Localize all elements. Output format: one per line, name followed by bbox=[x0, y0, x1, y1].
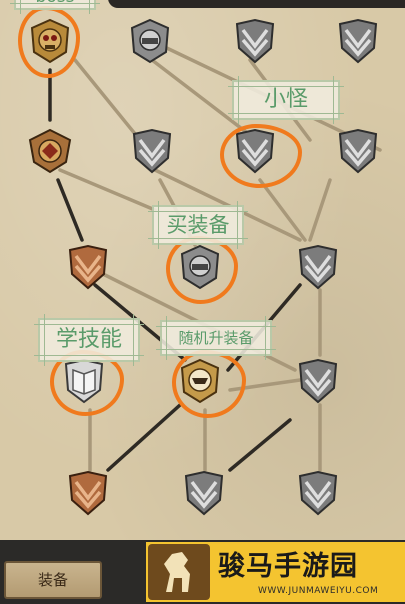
path-links bbox=[48, 38, 382, 472]
monster-node[interactable] bbox=[233, 18, 277, 64]
learn-skill-label: 学技能 bbox=[34, 314, 144, 366]
bronze-shield-icon bbox=[68, 244, 108, 290]
elite-node[interactable] bbox=[28, 128, 72, 174]
monster-node[interactable] bbox=[130, 128, 174, 174]
small-monster-label: 小怪 bbox=[228, 76, 344, 124]
monster-node[interactable] bbox=[182, 470, 226, 516]
monster-highlight-ring bbox=[220, 124, 302, 188]
shield-icon bbox=[338, 18, 378, 64]
shield-icon bbox=[184, 470, 224, 516]
shield-icon bbox=[235, 18, 275, 64]
monster-node[interactable] bbox=[336, 128, 380, 174]
shop-node[interactable] bbox=[128, 18, 172, 64]
bronze-monster-node[interactable] bbox=[66, 244, 110, 290]
bronze-shield-icon bbox=[68, 470, 108, 516]
shield-icon bbox=[298, 244, 338, 290]
anvil-shop-icon bbox=[130, 18, 170, 64]
monster-node[interactable] bbox=[296, 470, 340, 516]
watermark-title: 骏马手游园 bbox=[218, 551, 358, 582]
horse-logo-icon bbox=[148, 544, 210, 600]
monster-node[interactable] bbox=[336, 18, 380, 64]
elite-crest-icon bbox=[28, 128, 72, 174]
watermark-banner: 骏马手游园 WWW.JUNMAWEIYU.COM bbox=[146, 542, 405, 602]
buy-equipment-label: 买装备 bbox=[148, 201, 248, 249]
monster-node[interactable] bbox=[296, 358, 340, 404]
bronze-monster-node[interactable] bbox=[66, 470, 110, 516]
shield-icon bbox=[298, 470, 338, 516]
shield-icon bbox=[132, 128, 172, 174]
monster-node[interactable] bbox=[296, 244, 340, 290]
boss-label: boss bbox=[10, 0, 100, 14]
equipment-button[interactable]: 装备 bbox=[4, 561, 102, 599]
random-upgrade-label: 随机升装备 bbox=[156, 316, 276, 360]
shield-icon bbox=[338, 128, 378, 174]
shield-icon bbox=[298, 358, 338, 404]
top-bar bbox=[108, 0, 405, 8]
watermark-url: WWW.JUNMAWEIYU.COM bbox=[258, 586, 379, 596]
